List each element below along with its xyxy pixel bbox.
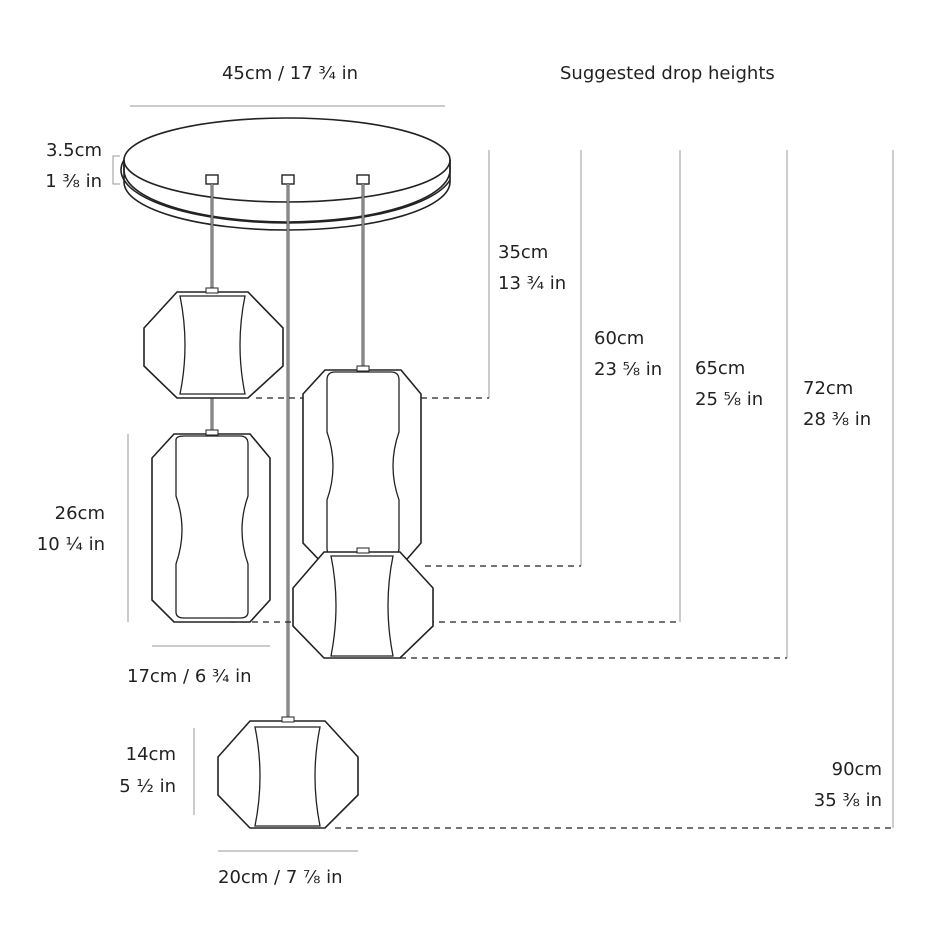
- pendant-large-left: [151, 429, 271, 623]
- drop-65-cm-label: 65cm: [695, 358, 746, 379]
- canopy-height-cm-label: 3.5cm: [45, 140, 102, 161]
- drop-90-in-label: 35 ⅜ in: [813, 790, 882, 811]
- large-pendant-height-in-label: 10 ¼ in: [36, 534, 105, 555]
- small-pendant-width-label: 20cm / 7 ⅞ in: [218, 867, 343, 888]
- drop-60-in-label: 23 ⅝ in: [594, 359, 663, 380]
- drop-72-cm-label: 72cm: [803, 378, 854, 399]
- canopy-width-label: 45cm / 17 ¾ in: [221, 63, 359, 84]
- pendant-large-right: [302, 365, 422, 567]
- drop-60-cm-label: 60cm: [594, 328, 645, 349]
- ceiling-canopy: [120, 117, 451, 231]
- large-pendant-width-label: 17cm / 6 ¾ in: [127, 666, 252, 687]
- drop-reference-lines: [488, 150, 894, 828]
- drop-90-cm-label: 90cm: [831, 759, 882, 780]
- drop-72-in-label: 28 ⅜ in: [803, 409, 872, 430]
- pendant-small-bottom: [217, 716, 359, 829]
- canopy-height-dimension-line: [112, 155, 120, 185]
- drop-65-in-label: 25 ⅝ in: [695, 389, 764, 410]
- suggested-drop-heights-title: Suggested drop heights: [560, 63, 775, 84]
- small-pendant-height-cm-label: 14cm: [125, 744, 176, 765]
- large-pendant-height-cm-label: 26cm: [54, 503, 105, 524]
- small-pendant-height-in-label: 5 ½ in: [119, 776, 176, 797]
- canopy-height-in-label: 1 ⅜ in: [45, 171, 102, 192]
- pendant-small-middle: [292, 547, 434, 659]
- drop-dashed-lines: [230, 397, 893, 829]
- pendant-small-top: [143, 287, 284, 399]
- drop-35-cm-label: 35cm: [498, 242, 549, 263]
- drop-35-in-label: 13 ¾ in: [498, 273, 567, 294]
